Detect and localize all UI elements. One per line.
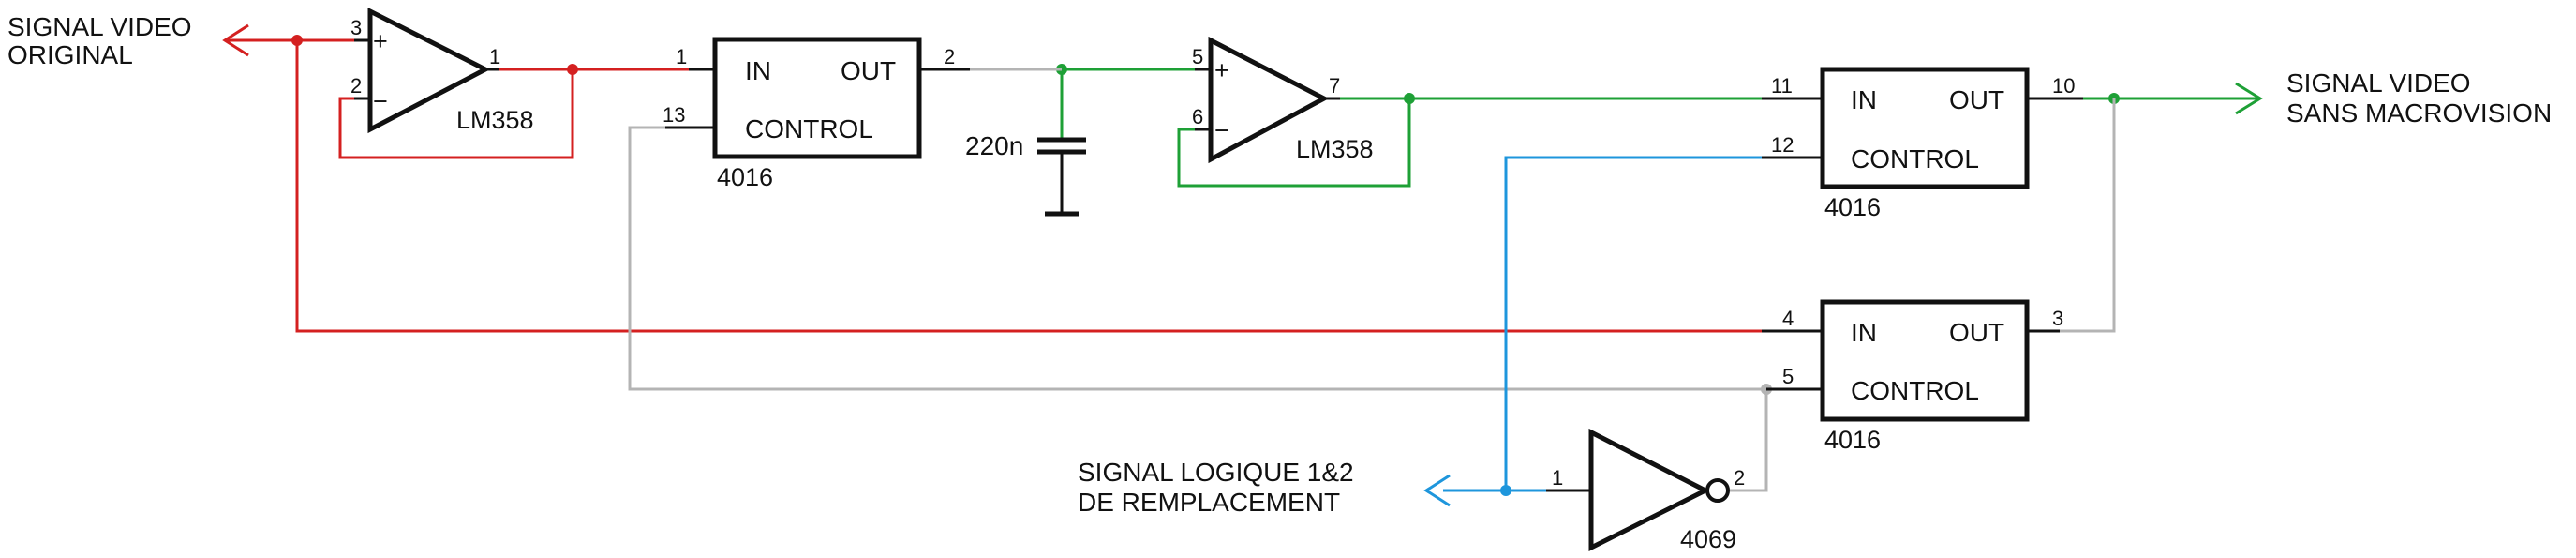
opamp2-symbol xyxy=(1208,36,1330,164)
logic-label-line1: SIGNAL LOGIQUE 1&2 xyxy=(1078,458,1354,487)
wire-logic-to-switch2-control xyxy=(1504,156,1790,490)
switch3-pin-out: 3 xyxy=(2052,307,2063,330)
switch2-out-label: OUT xyxy=(1949,85,2004,114)
switch2-pin-ctrl: 12 xyxy=(1771,133,1794,157)
switch1-pin-ctrl: 13 xyxy=(663,103,685,127)
opamp1-minus-sign: − xyxy=(373,87,388,115)
opamp1-pin-plus: 3 xyxy=(350,16,362,39)
opamp2-plus-sign: + xyxy=(1214,56,1229,84)
opamp2-pin-out: 7 xyxy=(1329,74,1340,98)
inverter-label: 4069 xyxy=(1680,525,1736,553)
capacitor-value: 220n xyxy=(965,131,1023,160)
output-label-line1: SIGNAL VIDEO xyxy=(2286,68,2471,98)
inverter-pin-in: 1 xyxy=(1552,466,1563,490)
wire-inverter-out xyxy=(1730,389,1768,492)
switch1-label: 4016 xyxy=(717,163,773,191)
inverter-bubble-icon xyxy=(1705,478,1730,503)
opamp1-symbol xyxy=(367,7,491,134)
junction-dot xyxy=(291,35,303,46)
capacitor: 220n xyxy=(965,131,1086,217)
inverter-symbol xyxy=(1588,428,1711,552)
switch2-pin-out: 10 xyxy=(2052,74,2075,98)
inverter: 1 2 4069 xyxy=(1546,428,1745,553)
opamp1-plus-sign: + xyxy=(373,27,388,55)
switch3-control-label: CONTROL xyxy=(1851,376,1979,405)
switch3-out-label: OUT xyxy=(1949,318,2004,347)
switch3-in-label: IN xyxy=(1851,318,1877,347)
wire-opamp1-feedback xyxy=(338,69,574,159)
switch1-block xyxy=(712,37,922,159)
switch1-pin-out: 2 xyxy=(944,45,955,68)
switch1-pin-in: 1 xyxy=(676,45,687,68)
junction-dot xyxy=(1404,93,1415,104)
opamp2-pin-plus: 5 xyxy=(1192,45,1203,68)
junction-dot xyxy=(567,64,578,75)
opamp1-label: LM358 xyxy=(456,106,534,134)
pin-stub xyxy=(665,68,970,129)
opamp2-minus-sign: − xyxy=(1214,116,1229,144)
switch3-block xyxy=(1820,299,2030,422)
opamp1-pin-out: 1 xyxy=(489,45,500,68)
inverter-pin-out: 2 xyxy=(1734,466,1745,490)
opamp1: + − 3 2 1 LM358 xyxy=(350,7,534,134)
logic-label-line2: DE REMPLACEMENT xyxy=(1078,488,1340,517)
input-arrow-icon xyxy=(222,23,249,57)
net-input-video xyxy=(225,35,1790,333)
switch2-label: 4016 xyxy=(1824,193,1881,221)
opamp2: + − 5 6 7 LM358 xyxy=(1192,36,1374,164)
pin-stub xyxy=(1762,97,2083,159)
switch3-pin-in: 4 xyxy=(1782,307,1794,330)
switch2-control-label: CONTROL xyxy=(1851,144,1979,173)
switch2-pin-in: 11 xyxy=(1771,74,1793,98)
wire-control-line xyxy=(628,126,1790,391)
switch1: IN OUT CONTROL 1 13 2 4016 xyxy=(663,37,970,191)
opamp2-pin-minus: 6 xyxy=(1192,105,1203,128)
input-label-line1: SIGNAL VIDEO xyxy=(7,12,192,41)
wire-input-to-switch3-in xyxy=(295,40,1790,333)
input-label-line2: ORIGINAL xyxy=(7,40,133,69)
switch2-block xyxy=(1820,67,2030,189)
switch1-out-label: OUT xyxy=(841,56,896,85)
switch3: IN OUT CONTROL 4 5 3 4016 xyxy=(1762,299,2063,454)
output-arrow-icon xyxy=(2235,82,2263,115)
wire-switch3-out-to-output xyxy=(2060,98,2116,333)
switch1-control-label: CONTROL xyxy=(745,114,873,143)
opamp2-label: LM358 xyxy=(1296,135,1374,163)
junction-dot xyxy=(1500,485,1511,496)
wire-opamp2-feedback xyxy=(1177,98,1411,188)
opamp1-pin-minus: 2 xyxy=(350,74,362,98)
switch1-in-label: IN xyxy=(745,56,771,85)
switch2-in-label: IN xyxy=(1851,85,1877,114)
output-label-line2: SANS MACROVISION xyxy=(2286,98,2552,128)
pin-stub xyxy=(1762,329,2060,391)
switch3-pin-ctrl: 5 xyxy=(1782,365,1794,388)
switch3-label: 4016 xyxy=(1824,426,1881,454)
logic-arrow-icon xyxy=(1423,474,1451,507)
switch2: IN OUT CONTROL 11 12 10 4016 xyxy=(1762,67,2083,221)
